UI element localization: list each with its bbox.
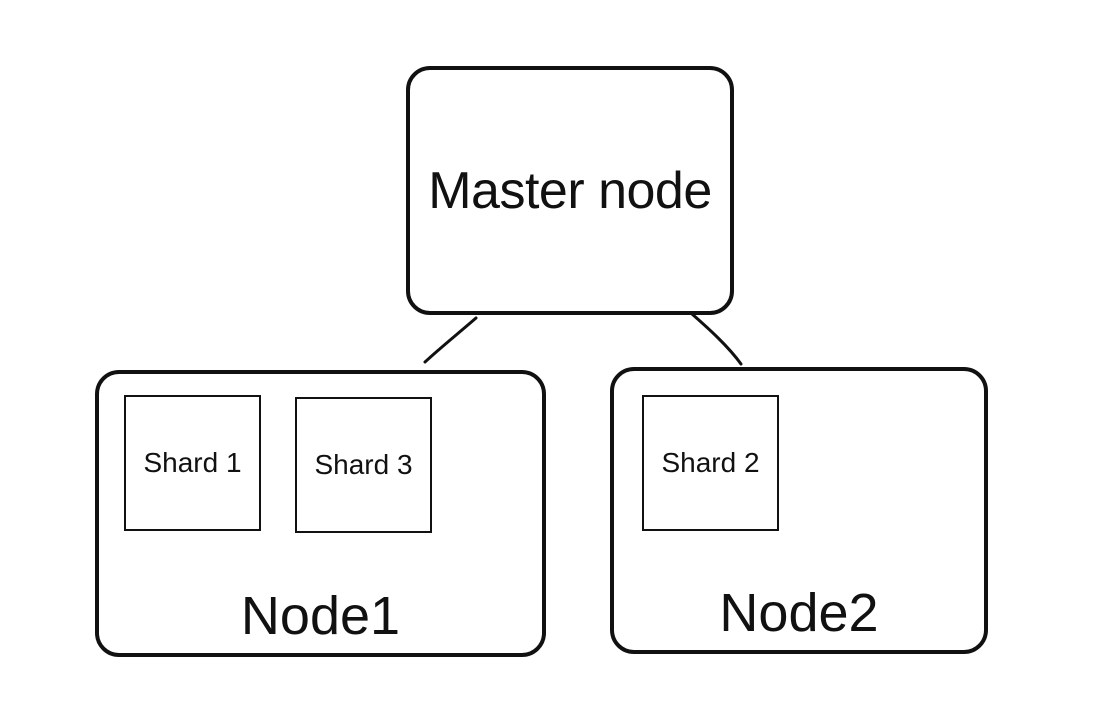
shard-2-label: Shard 2: [661, 447, 760, 478]
master-node-label: Master node: [428, 161, 712, 220]
node1-label: Node1: [240, 586, 401, 646]
master-node-box: Master node: [406, 66, 734, 315]
node2-label: Node2: [719, 583, 879, 643]
connector-master-to-node1: [423, 316, 478, 364]
connector-master-to-node2: [690, 312, 743, 366]
shard-3-label: Shard 3: [314, 449, 413, 480]
shard-2-box: Shard 2: [642, 395, 779, 531]
shard-3-box: Shard 3: [295, 397, 432, 533]
shard-1-box: Shard 1: [124, 395, 261, 531]
shard-1-label: Shard 1: [143, 447, 242, 478]
